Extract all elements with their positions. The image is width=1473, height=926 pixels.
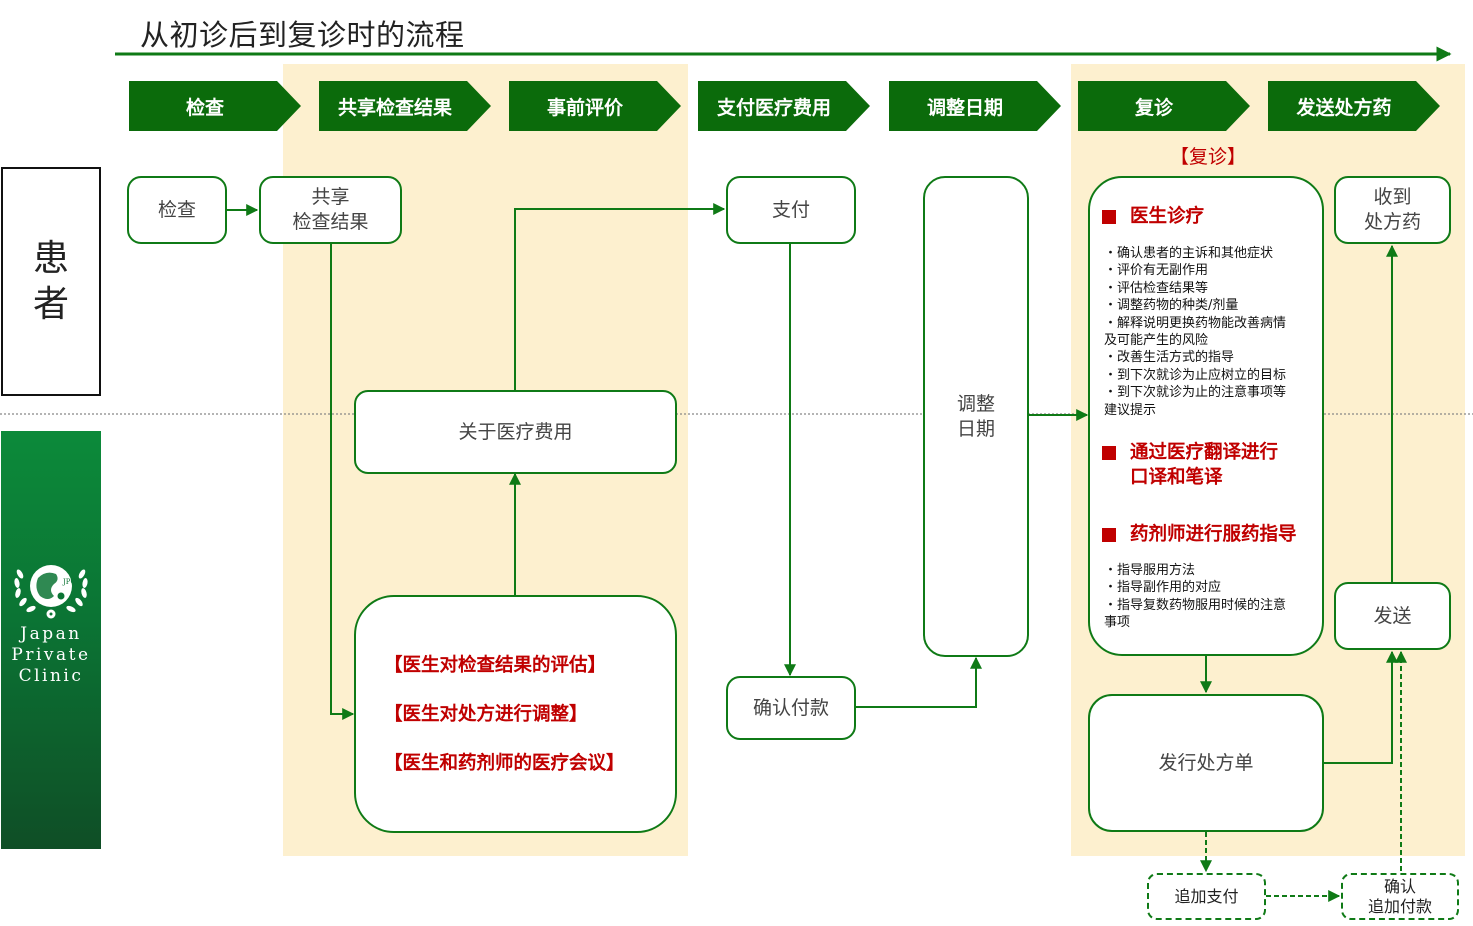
stage-label: 检查: [185, 96, 224, 119]
node-revisit: 医生诊疗 ・确认患者的主诉和其他症状 ・评价有无副作用 ・评估检查结果等 ・调整…: [1088, 176, 1324, 656]
node-receive-medicine-line1: 收到: [1373, 186, 1412, 208]
stage-label: 支付医疗费用: [716, 96, 831, 119]
clinic-name-line3: Clinic: [18, 666, 84, 686]
red-square-bullet-icon: [1102, 210, 1116, 224]
stage-pre-evaluation: 事前评价: [509, 81, 681, 131]
stage-label: 共享检查结果: [337, 96, 452, 119]
list-item: ・评估检查结果等: [1104, 280, 1209, 296]
jpc-logo-icon: JPC: [14, 565, 88, 619]
lane-patient: 患 者: [1, 167, 101, 396]
list-item: ・指导服用方法: [1104, 563, 1196, 578]
stage-exam: 检查: [129, 81, 301, 131]
red-square-bullet-icon: [1102, 528, 1116, 542]
list-item: ・到下次就诊为止的注意事项等: [1104, 385, 1287, 401]
revisit-doctor-items: ・确认患者的主诉和其他症状 ・评价有无副作用 ・评估检查结果等 ・调整药物的种类…: [1104, 245, 1322, 419]
page-title: 从初诊后到复诊时的流程: [140, 18, 465, 52]
revisit-section-translation-line2: 口译和笔译: [1130, 467, 1223, 488]
arrow-confirm-to-adjust: [855, 656, 982, 708]
node-issue-prescription-label: 发行处方单: [1158, 751, 1254, 774]
list-item: ・指导副作用的对应: [1104, 580, 1222, 596]
node-issue-prescription: 发行处方单: [1088, 694, 1324, 832]
node-adjust-date: 调整 日期: [923, 176, 1029, 657]
revisit-section-doctor: 医生诊疗: [1102, 204, 1204, 229]
red-square-bullet-icon: [1102, 446, 1116, 460]
node-adjust-date-line1: 调整: [956, 392, 995, 415]
list-item: ・解释说明更换药物能改善病情: [1104, 315, 1287, 331]
lane-patient-char2: 者: [32, 283, 69, 325]
list-item: ・调整药物的种类/剂量: [1104, 298, 1239, 314]
node-additional-payment: 追加支付: [1147, 873, 1266, 920]
review-item-adjust-prescription: 【医生对处方进行调整】: [384, 703, 588, 725]
node-exam-label: 检查: [157, 198, 196, 221]
node-confirm-additional-payment: 确认 追加付款: [1341, 873, 1459, 920]
review-item-medical-meeting: 【医生和药剂师的医疗会议】: [384, 752, 625, 774]
arrow-fees-to-payment: [514, 203, 726, 390]
stage-send-medicine: 发送处方药: [1268, 81, 1440, 131]
clinic-name-line2: Private: [11, 645, 91, 665]
stage-adjust-date: 调整日期: [889, 81, 1061, 131]
node-payment-label: 支付: [771, 198, 810, 221]
revisit-pharmacist-items: ・指导服用方法 ・指导副作用的对应 ・指导复数药物服用时候的注意 事项: [1104, 562, 1322, 632]
node-share-results: 共享 检查结果: [259, 176, 402, 244]
clinic-name-line1: Japan: [20, 624, 82, 644]
node-additional-payment-label: 追加支付: [1174, 886, 1239, 906]
lane-clinic: JPC Japan Private Clinic: [1, 431, 101, 849]
node-share-results-line1: 共享: [311, 186, 350, 208]
arrow-issue-to-send: [1324, 650, 1398, 764]
node-confirm-payment-label: 确认付款: [752, 696, 829, 719]
list-item: ・到下次就诊为止应树立的目标: [1104, 367, 1287, 383]
list-item: ・评价有无副作用: [1104, 263, 1209, 279]
revisit-section-doctor-heading: 医生诊疗: [1130, 206, 1205, 227]
node-exam: 检查: [127, 176, 227, 244]
node-share-results-line2: 检查结果: [292, 211, 369, 233]
list-item: ・改善生活方式的指导: [1104, 350, 1235, 366]
stage-label: 事前评价: [546, 96, 623, 119]
revisit-section-pharmacist: 药剂师进行服药指导: [1102, 522, 1297, 547]
list-item: 及可能产生的风险: [1104, 333, 1209, 349]
node-about-fees: 关于医疗费用: [354, 390, 677, 474]
revisit-section-pharmacist-heading: 药剂师进行服药指导: [1130, 524, 1297, 545]
revisit-section-translation-line1: 通过医疗翻译进行: [1130, 442, 1279, 463]
revisit-label: 【复诊】: [1170, 146, 1247, 168]
list-item: ・指导复数药物服用时候的注意: [1104, 597, 1287, 613]
node-adjust-date-line2: 日期: [956, 417, 995, 440]
jpc-logo-text: JPC: [62, 578, 76, 586]
lane-patient-char1: 患: [32, 237, 69, 279]
node-doctor-review: 【医生对检查结果的评估】 【医生对处方进行调整】 【医生和药剂师的医疗会议】: [354, 595, 677, 833]
revisit-section-translation: 通过医疗翻译进行 口译和笔译: [1102, 440, 1278, 490]
node-about-fees-label: 关于医疗费用: [458, 420, 573, 443]
list-item: ・确认患者的主诉和其他症状: [1104, 246, 1274, 261]
stage-share-results: 共享检查结果: [319, 81, 491, 131]
review-item-evaluate-results: 【医生对检查结果的评估】: [384, 654, 607, 676]
node-confirm-additional-line1: 确认: [1383, 876, 1416, 896]
stage-label: 复诊: [1134, 96, 1173, 119]
node-receive-medicine: 收到 处方药: [1334, 176, 1451, 244]
stage-revisit: 复诊: [1078, 81, 1250, 131]
node-confirm-additional-line2: 追加付款: [1367, 896, 1432, 916]
node-payment: 支付: [726, 176, 856, 244]
stage-label: 调整日期: [926, 96, 1003, 119]
node-send-label: 发送: [1373, 604, 1412, 627]
stage-label: 发送处方药: [1296, 96, 1392, 119]
node-send: 发送: [1334, 582, 1451, 650]
stage-pay-fees: 支付医疗费用: [698, 81, 870, 131]
arrow-share-to-review: [330, 244, 355, 720]
node-confirm-payment: 确认付款: [726, 676, 856, 740]
list-item: 事项: [1104, 615, 1131, 631]
clinic-name: Japan Private Clinic: [11, 624, 90, 687]
list-item: 建议提示: [1104, 402, 1157, 418]
node-receive-medicine-line2: 处方药: [1363, 211, 1421, 233]
